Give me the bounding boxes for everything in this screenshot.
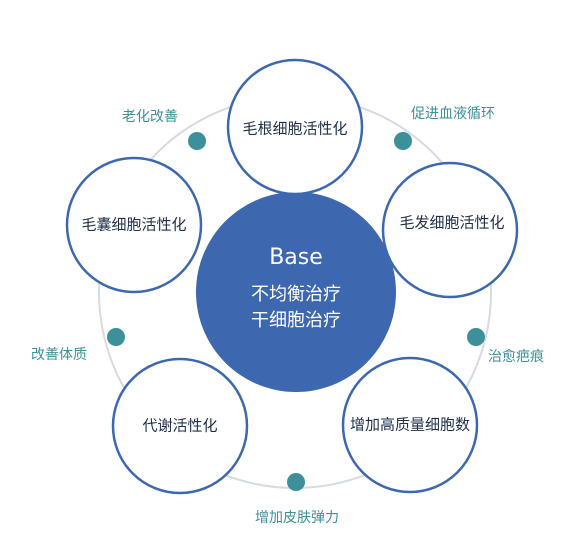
center-line-2: 干细胞治疗 [251, 310, 341, 331]
center-circle [196, 192, 396, 392]
node-metabolism: 代谢活性化 [111, 357, 249, 495]
node-cell-count: 增加高质量细胞数 [341, 356, 479, 494]
node-label: 代谢活性化 [142, 417, 217, 435]
benefit-dot-constitution [107, 328, 125, 346]
center-title: Base [269, 245, 323, 270]
benefit-label-circulation: 促进血液循环 [411, 106, 495, 122]
node-circle [341, 356, 479, 494]
node-label: 增加高质量细胞数 [350, 416, 470, 434]
node-label: 毛发细胞活性化 [399, 214, 504, 232]
node-label: 毛根细胞活性化 [242, 120, 347, 138]
node-circle [111, 357, 249, 495]
benefit-label-aging: 老化改善 [122, 109, 178, 125]
benefit-label-scar: 治愈疤痕 [488, 349, 544, 365]
benefit-dot-aging [188, 132, 206, 150]
benefit-dot-scar [467, 328, 485, 346]
center-line-1: 不均衡治疗 [251, 284, 341, 305]
node-hair-cell: 毛发细胞活性化 [381, 161, 519, 299]
node-circle [381, 161, 519, 299]
node-follicle: 毛囊细胞活性化 [65, 156, 203, 294]
benefit-label-constitution: 改善体质 [31, 347, 87, 363]
benefit-dot-circulation [394, 132, 412, 150]
benefit-dot-elasticity [287, 473, 305, 491]
node-circle [226, 58, 364, 196]
node-hair-root: 毛根细胞活性化 [226, 58, 364, 196]
node-label: 毛囊细胞活性化 [81, 216, 186, 234]
node-circle [65, 156, 203, 294]
benefit-label-elasticity: 增加皮肤弹力 [255, 510, 339, 526]
